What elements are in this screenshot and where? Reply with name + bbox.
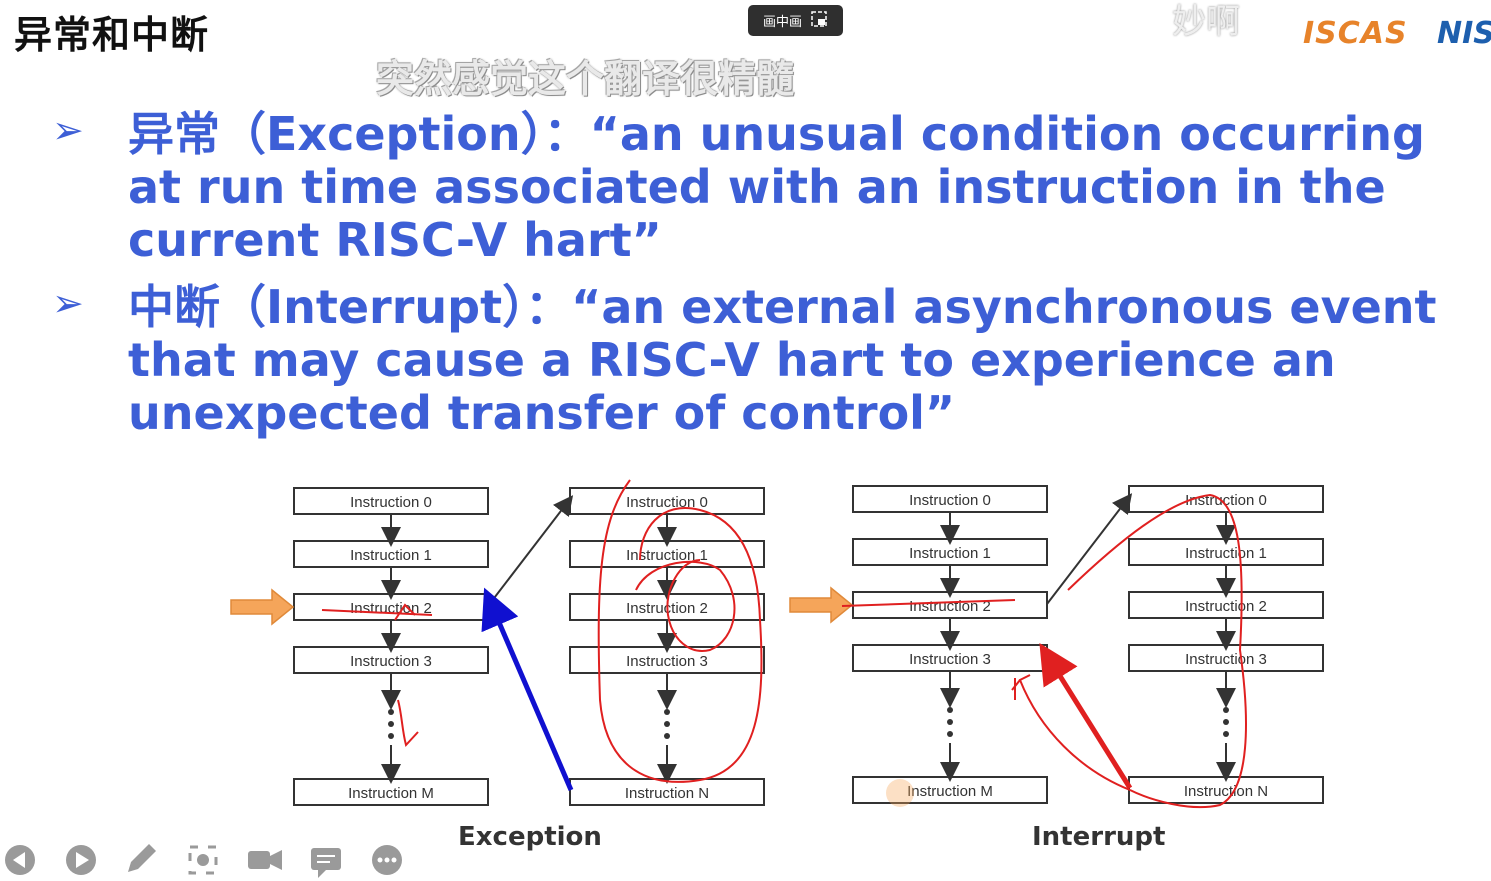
- instruction-label: Instruction N: [625, 785, 709, 802]
- instruction-label: Instruction 0: [626, 494, 708, 511]
- pip-icon: [810, 10, 828, 32]
- bullet-text: 中断（Interrupt）：“an external asynchronous …: [128, 280, 1437, 440]
- instruction-label: Instruction 2: [909, 598, 991, 615]
- instruction-label: Instruction 0: [909, 492, 991, 509]
- instruction-label: Instruction M: [907, 783, 993, 800]
- instruction-label: Instruction N: [1184, 783, 1268, 800]
- danmaku-comment: 妙啊: [1172, 2, 1240, 42]
- pip-label: 画中画: [762, 15, 802, 30]
- instruction-box: Instruction 2: [1128, 591, 1324, 619]
- interrupt-right-column: Instruction 0 Instruction 1 Instruction …: [1128, 485, 1324, 804]
- instruction-box: Instruction N: [569, 778, 765, 806]
- instruction-box: Instruction M: [852, 776, 1048, 804]
- instruction-label: Instruction 0: [1185, 492, 1267, 509]
- exception-left-column: Instruction 0 Instruction 1 Instruction …: [293, 487, 489, 806]
- instruction-label: Instruction 2: [626, 600, 708, 617]
- instruction-label: Instruction 3: [350, 653, 432, 670]
- exception-right-column: Instruction 0 Instruction 1 Instruction …: [569, 487, 765, 806]
- instruction-label: Instruction 1: [1185, 545, 1267, 562]
- exception-red-annotation: [321, 479, 763, 783]
- instruction-label: Instruction 0: [350, 494, 432, 511]
- interrupt-red-annotation: [841, 493, 1247, 809]
- instruction-label: Instruction 1: [626, 547, 708, 564]
- comment-icon[interactable]: [311, 848, 341, 878]
- slide-title: 异常和中断: [14, 13, 210, 57]
- instruction-box: Instruction 0: [852, 485, 1048, 513]
- instruction-box: Instruction 2: [852, 591, 1048, 619]
- instruction-box: Instruction 1: [1128, 538, 1324, 566]
- iscas-logo: ISCAS: [1303, 16, 1408, 51]
- instruction-label: Instruction 2: [350, 600, 432, 617]
- cursor-highlight: [886, 779, 914, 807]
- interrupt-orange-arrow: [789, 586, 854, 624]
- focus-icon[interactable]: [188, 845, 218, 875]
- instruction-label: Instruction 2: [1185, 598, 1267, 615]
- instruction-box: Instruction 1: [852, 538, 1048, 566]
- exception-caption: Exception: [458, 822, 602, 852]
- bullet-text: 异常（Exception）：“an unusual condition occu…: [128, 107, 1425, 267]
- danmaku-subtitle: 突然感觉这个翻译很精髓: [376, 57, 795, 101]
- interrupt-left-column: Instruction 0 Instruction 1 Instruction …: [852, 485, 1048, 804]
- more-icon[interactable]: [372, 845, 402, 875]
- interrupt-caption: Interrupt: [1032, 822, 1166, 852]
- interrupt-jump-line: [1046, 493, 1133, 605]
- pen-icon[interactable]: [128, 844, 156, 872]
- instruction-box: Instruction 3: [569, 646, 765, 674]
- exception-jump-line: [487, 495, 574, 607]
- instruction-box: Instruction 1: [569, 540, 765, 568]
- instruction-label: Instruction 3: [626, 653, 708, 670]
- instruction-box: Instruction 0: [293, 487, 489, 515]
- instruction-box: Instruction 2: [569, 593, 765, 621]
- instruction-label: Instruction 3: [1185, 651, 1267, 668]
- instruction-label: Instruction M: [348, 785, 434, 802]
- picture-in-picture-button[interactable]: 画中画: [748, 5, 843, 36]
- instruction-box: Instruction N: [1128, 776, 1324, 804]
- camera-icon[interactable]: [248, 850, 282, 870]
- instruction-box: Instruction 3: [852, 644, 1048, 672]
- instruction-box: Instruction 3: [1128, 644, 1324, 672]
- interrupt-return-arrow: [1039, 643, 1133, 790]
- instruction-label: Instruction 3: [909, 651, 991, 668]
- exception-orange-arrow: [230, 588, 295, 626]
- instruction-label: Instruction 1: [909, 545, 991, 562]
- bullet-arrow-icon: ➢: [52, 281, 84, 325]
- bullet-arrow-icon: ➢: [52, 108, 84, 152]
- instruction-box: Instruction 0: [569, 487, 765, 515]
- instruction-label: Instruction 1: [350, 547, 432, 564]
- instruction-box: Instruction 2: [293, 593, 489, 621]
- prev-icon[interactable]: [5, 845, 35, 875]
- play-icon[interactable]: [66, 845, 96, 875]
- exception-return-arrow: [481, 587, 574, 791]
- nis-logo: NIS: [1437, 16, 1491, 51]
- toolbar-icons: [5, 844, 402, 878]
- instruction-box: Instruction 1: [293, 540, 489, 568]
- instruction-box: Instruction M: [293, 778, 489, 806]
- instruction-box: Instruction 3: [293, 646, 489, 674]
- instruction-box: Instruction 0: [1128, 485, 1324, 513]
